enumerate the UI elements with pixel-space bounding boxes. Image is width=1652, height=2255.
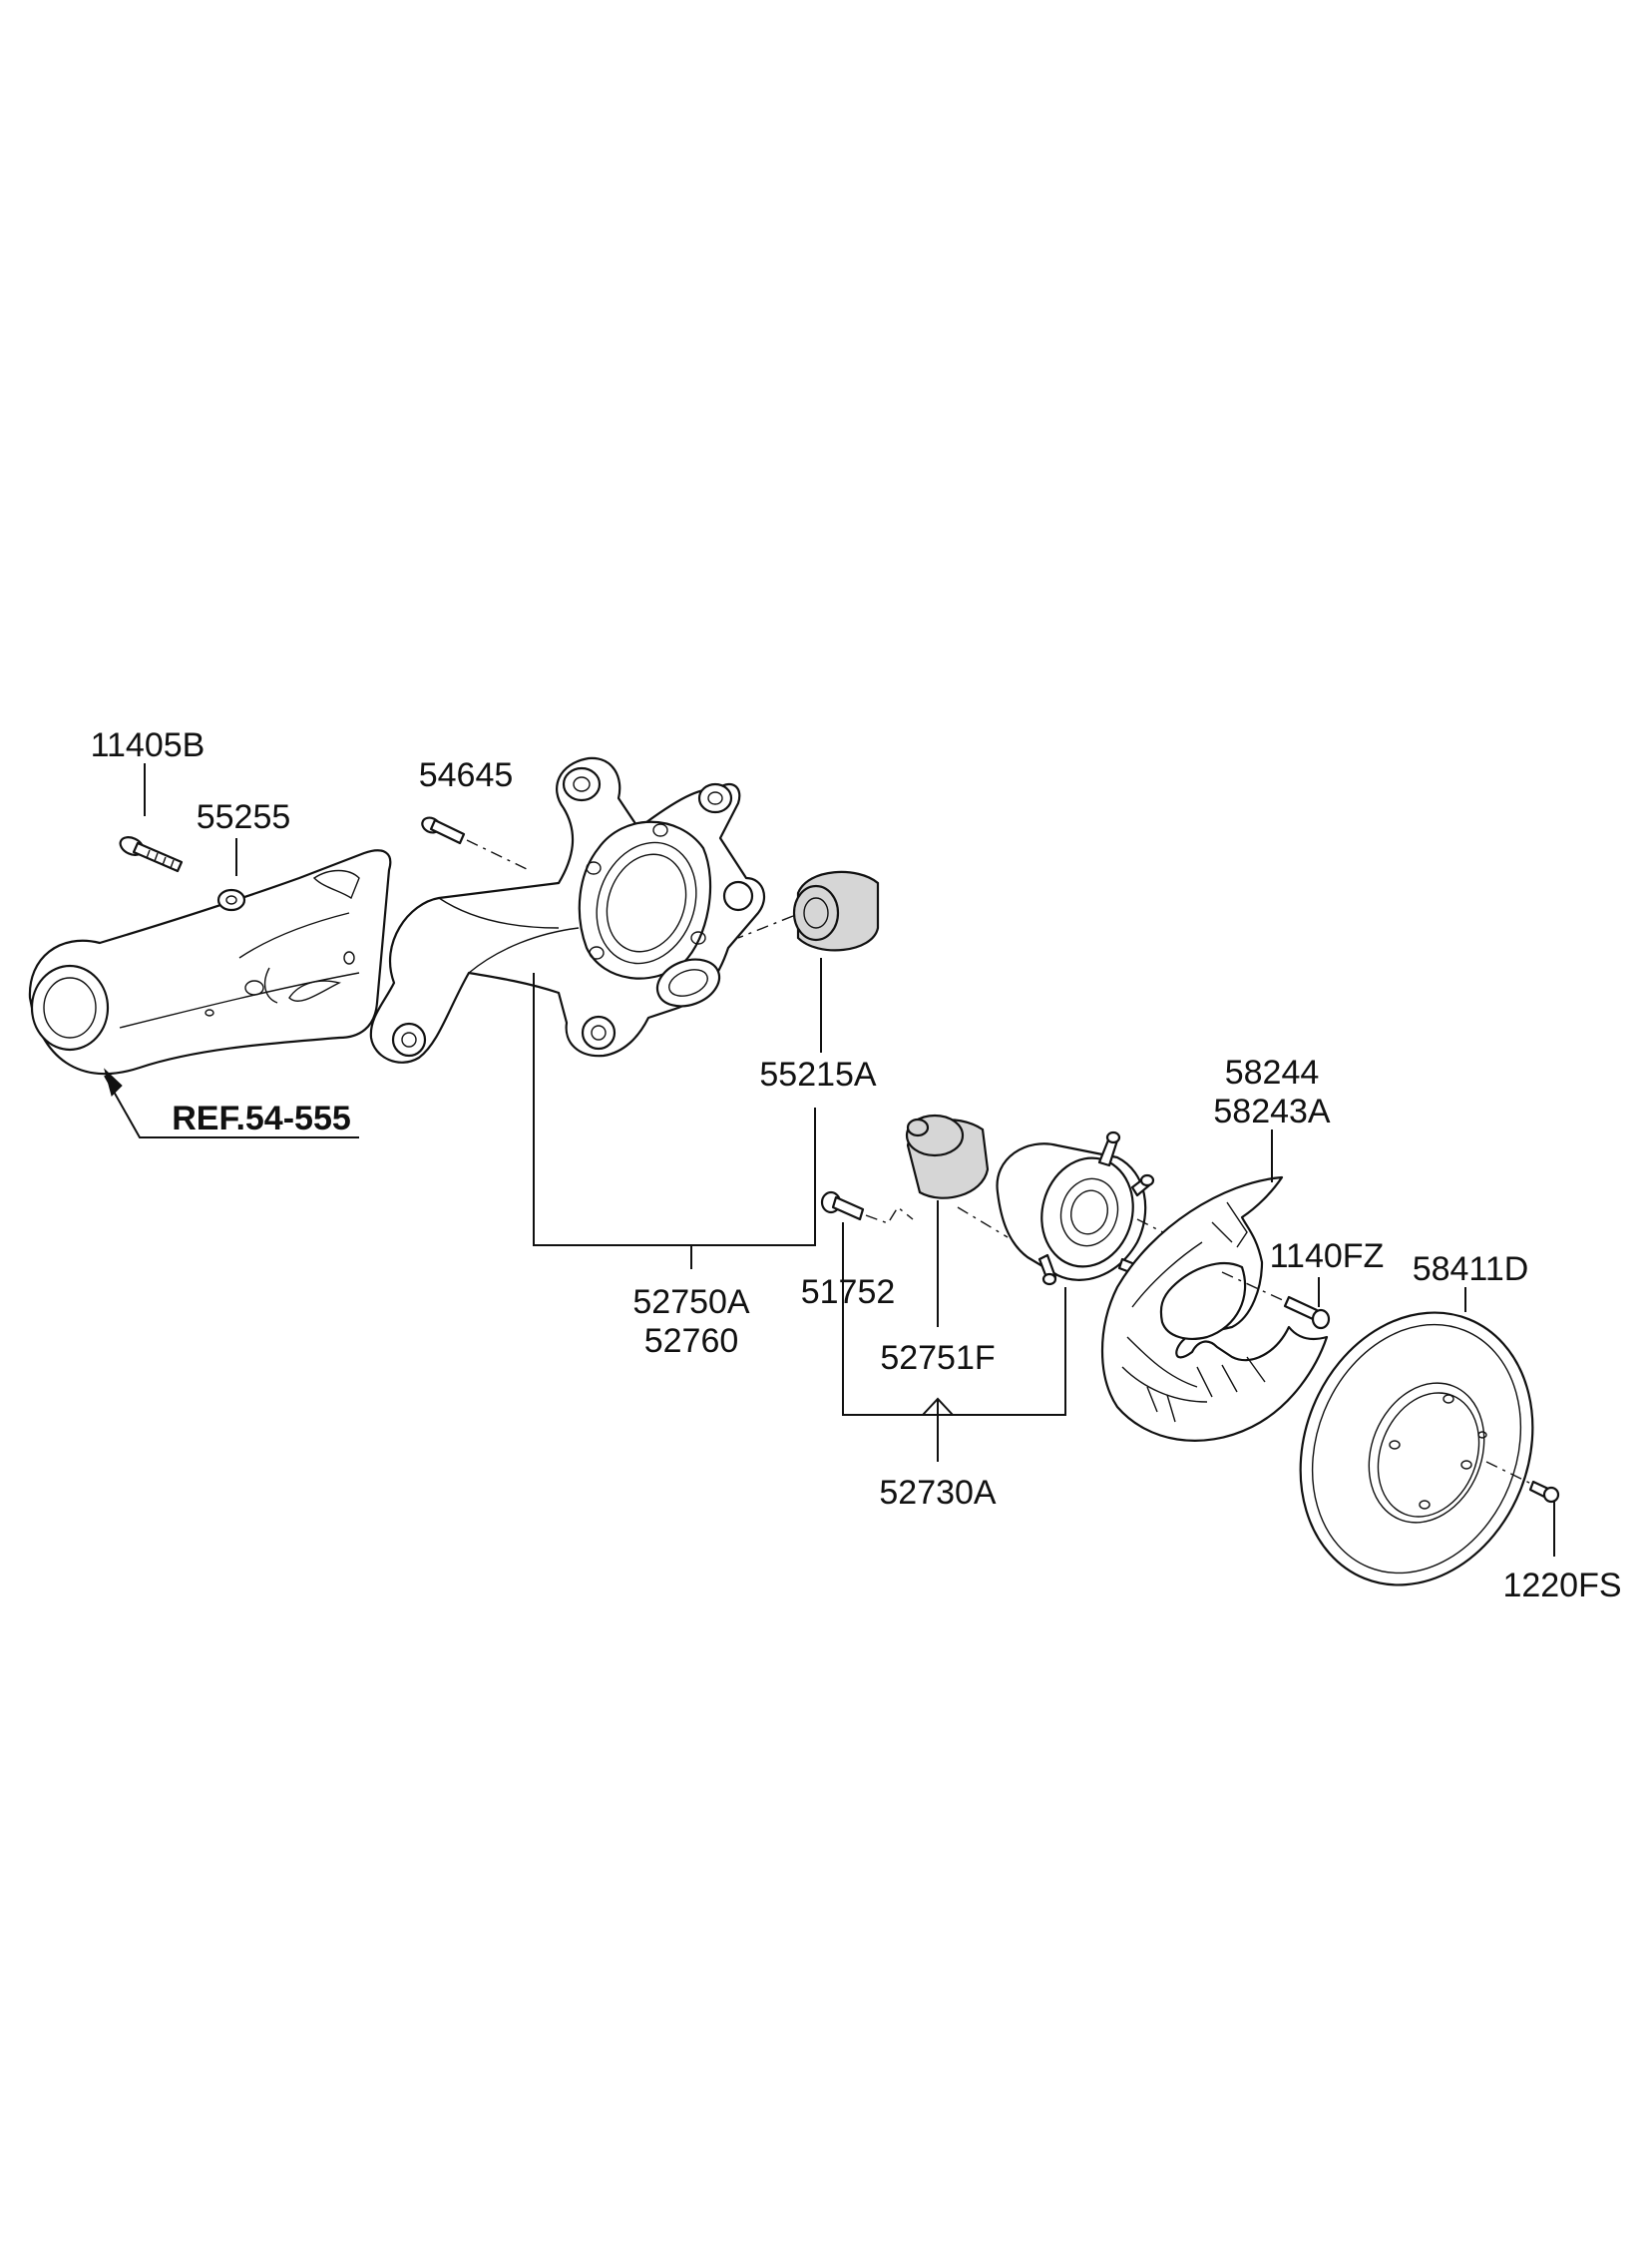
- label-55215A: 55215A: [759, 1056, 877, 1094]
- label-58411D: 58411D: [1413, 1250, 1529, 1288]
- label-1140FZ: 1140FZ: [1270, 1237, 1385, 1275]
- trailing-arm: [28, 849, 392, 1076]
- ref-arrow: [104, 1068, 359, 1138]
- label-52751F: 52751F: [880, 1339, 995, 1377]
- bracket-52730A: [842, 1222, 1066, 1462]
- bolt-11405B: [119, 763, 184, 873]
- label-1220FS: 1220FS: [1502, 1567, 1621, 1604]
- knuckle: [369, 756, 766, 1064]
- label-51752: 51752: [801, 1273, 896, 1311]
- washer-55255: [216, 838, 246, 912]
- label-ref: REF.54-555: [172, 1100, 351, 1137]
- label-11405B: 11405B: [91, 726, 206, 764]
- label-52760: 52760: [644, 1322, 739, 1360]
- label-58243A: 58243A: [1213, 1093, 1331, 1130]
- label-54645: 54645: [419, 756, 514, 794]
- bolt-54645: [421, 816, 530, 871]
- label-52730A: 52730A: [879, 1474, 997, 1512]
- label-58244: 58244: [1225, 1054, 1320, 1092]
- label-52750A: 52750A: [632, 1283, 750, 1321]
- bushing-55215A: [737, 870, 880, 1053]
- brake-disc: [1299, 1287, 1534, 1586]
- hub-assembly: [996, 1130, 1243, 1286]
- cap-52751F: [905, 1114, 1009, 1327]
- dust-shield: [1100, 1129, 1329, 1442]
- label-55255: 55255: [197, 798, 291, 836]
- bracket-52750A: [533, 973, 816, 1269]
- bolt-1140FZ: [1221, 1271, 1331, 1330]
- stud-51752: [820, 1190, 914, 1224]
- screw-1220FS: [1485, 1461, 1560, 1557]
